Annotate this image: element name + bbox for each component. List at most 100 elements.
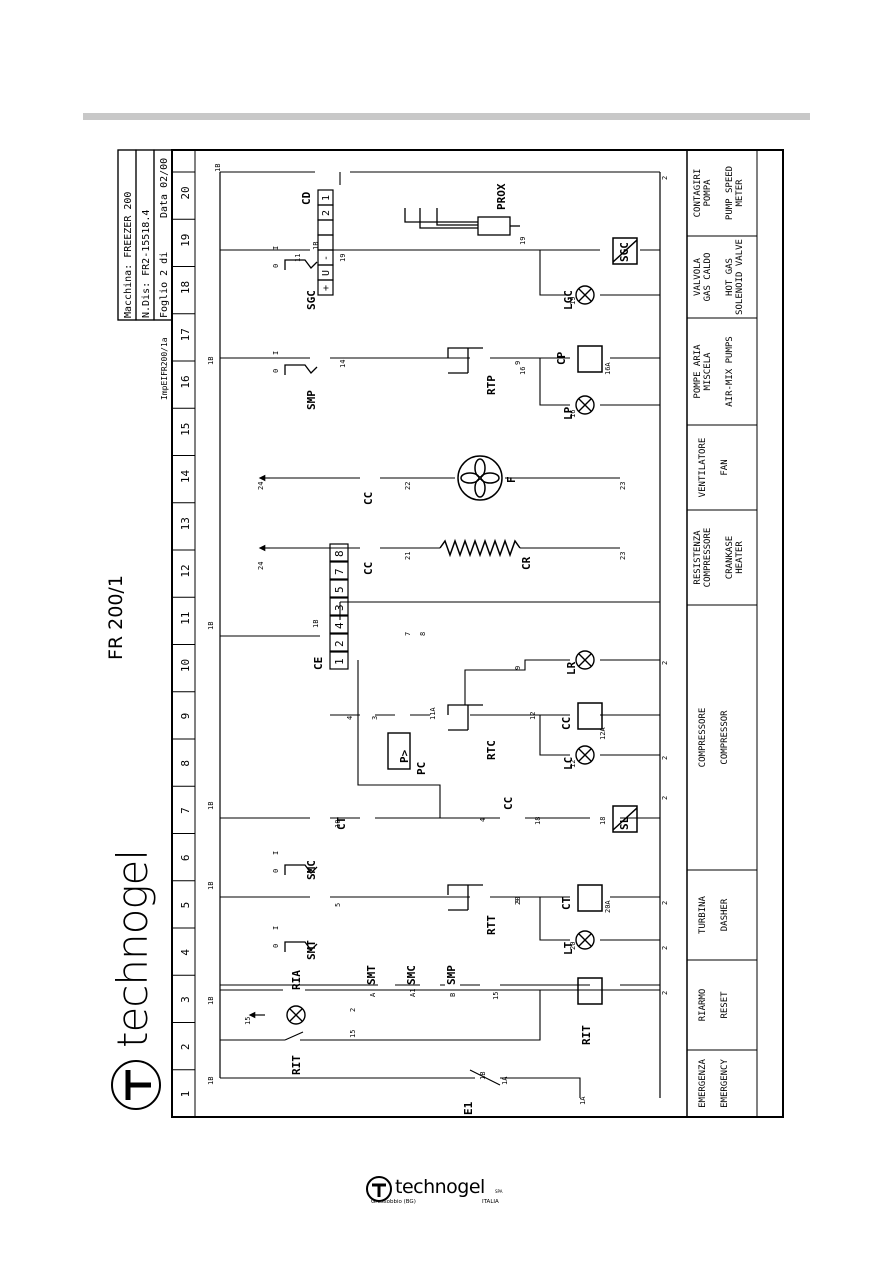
ria-label: RIA	[290, 970, 303, 990]
legend-label-en: COMPRESSOR	[720, 710, 730, 765]
legend-label-it: RESISTENZA	[693, 530, 703, 585]
wire-number: 16	[519, 367, 527, 375]
column-number: 12	[179, 564, 192, 577]
wire-number: 18	[599, 817, 607, 825]
wire-number: 11	[294, 254, 302, 262]
lt-label: LT	[562, 941, 575, 955]
legend-label-en: AIR-MIX PUMPS	[725, 336, 735, 406]
wire-number: 10	[334, 820, 342, 828]
legend-label-en: HOT GAS	[725, 258, 735, 296]
wire-number: 1A	[501, 1076, 509, 1085]
ce-terminal	[329, 597, 349, 616]
cd-terminal-label: 2	[321, 210, 332, 216]
sgc-label: SGC	[305, 290, 318, 310]
switch-position-one: I	[272, 926, 280, 930]
wire-number: 21	[404, 552, 412, 560]
legend-label-en: EMERGENCY	[720, 1059, 730, 1108]
legend-separators	[687, 235, 757, 1051]
wire-number: 24	[257, 482, 265, 490]
wire-number: 5	[334, 903, 342, 907]
brand-logo: technogel	[106, 810, 166, 1110]
wire-number: A	[369, 992, 377, 997]
cd-terminal-block: 12-U+	[317, 189, 334, 296]
header-divider-bar	[83, 113, 810, 120]
ce-terminal	[329, 543, 349, 562]
wire-number: 4	[346, 716, 354, 720]
wire-number: 2	[661, 176, 669, 180]
wire-number: 1B	[214, 164, 222, 172]
branch-wiring	[220, 171, 660, 1098]
column-number: 5	[179, 902, 192, 909]
rtp-label: RTP	[485, 375, 498, 395]
fan-motor-symbol	[457, 455, 503, 501]
wire-number: 15	[492, 992, 500, 1000]
wire-number: 12	[529, 712, 537, 720]
legend-label-it: COMPRESSORE	[703, 528, 713, 588]
column-number: 16	[179, 375, 192, 388]
legend-label-en: FAN	[720, 459, 730, 475]
column-number: 1	[179, 1091, 192, 1098]
ce-terminal-number: 4	[333, 622, 346, 629]
wire-number: 16	[569, 410, 577, 418]
rit-label: RIT	[290, 1055, 303, 1075]
wire-number: 1B	[207, 622, 215, 630]
wire-number: A1	[409, 989, 417, 997]
legend-label-it: EMERGENZA	[698, 1059, 708, 1108]
wire-number: 11A	[429, 707, 437, 720]
wire-number: 2	[661, 756, 669, 760]
wire-number: 2	[661, 991, 669, 995]
wire-number: 1B	[312, 242, 320, 250]
lgc-label: LGC	[562, 290, 575, 310]
ce-terminal	[329, 615, 349, 634]
wire-number: 1B	[207, 882, 215, 890]
switch-position-one: I	[272, 246, 280, 250]
legend-label-it: GAS CALDO	[703, 253, 713, 302]
column-number: 14	[179, 470, 192, 484]
proximity-sensor	[404, 208, 520, 236]
smp-label: SMP	[305, 390, 318, 410]
column-number: 15	[179, 423, 192, 436]
legend-label-it: MISCELA	[703, 352, 713, 391]
cd-terminal	[317, 234, 334, 251]
column-number: 8	[179, 760, 192, 767]
relay-coils	[577, 345, 603, 1005]
ce-terminal-number: 3	[333, 604, 346, 611]
wire-number: 16A	[604, 362, 612, 375]
column-number: 3	[179, 996, 192, 1003]
footer-brand-sup: SPA	[495, 1189, 503, 1194]
bus-rails	[219, 172, 661, 1098]
legend-label-en: METER	[735, 179, 745, 207]
wire-number: 1B	[479, 1072, 487, 1080]
column-number: 10	[179, 659, 192, 672]
ce-terminal	[329, 561, 349, 580]
smt-contact-label: SMT	[365, 965, 378, 985]
wire-arrows	[248, 474, 270, 1019]
prox-label: PROX	[495, 183, 508, 210]
wire-number: 1B	[207, 997, 215, 1005]
sl-label: SL	[618, 816, 631, 830]
ce-terminal-number: 7	[333, 568, 346, 575]
wire-number: 12	[569, 760, 577, 768]
legend-label-it: TURBINA	[698, 895, 708, 934]
wire-number: 18	[534, 817, 542, 825]
smt-label: SMT	[305, 940, 318, 960]
legend-label-en: DASHER	[720, 898, 730, 931]
drawing-code: FR 200/1	[105, 575, 127, 660]
ct-coil-label: CT	[560, 896, 573, 910]
wire-number: 1B	[312, 620, 320, 628]
ct-contact-label: CT	[335, 816, 348, 830]
sgc-valve-label: SGC	[618, 242, 631, 262]
switch-position-zero: 0	[272, 369, 280, 373]
title-machine: Macchina: FREEZER 200	[123, 192, 134, 318]
legend-label-it: POMPA	[703, 179, 713, 207]
rtt-label: RTT	[485, 915, 498, 935]
wire-number: 24	[257, 562, 265, 570]
ce-terminal	[329, 633, 349, 652]
e1-label: E1	[462, 1101, 475, 1115]
ce-terminal-number: 8	[333, 550, 346, 557]
lc-label: LC	[562, 757, 575, 770]
ce-terminal-number: 2	[333, 640, 346, 647]
